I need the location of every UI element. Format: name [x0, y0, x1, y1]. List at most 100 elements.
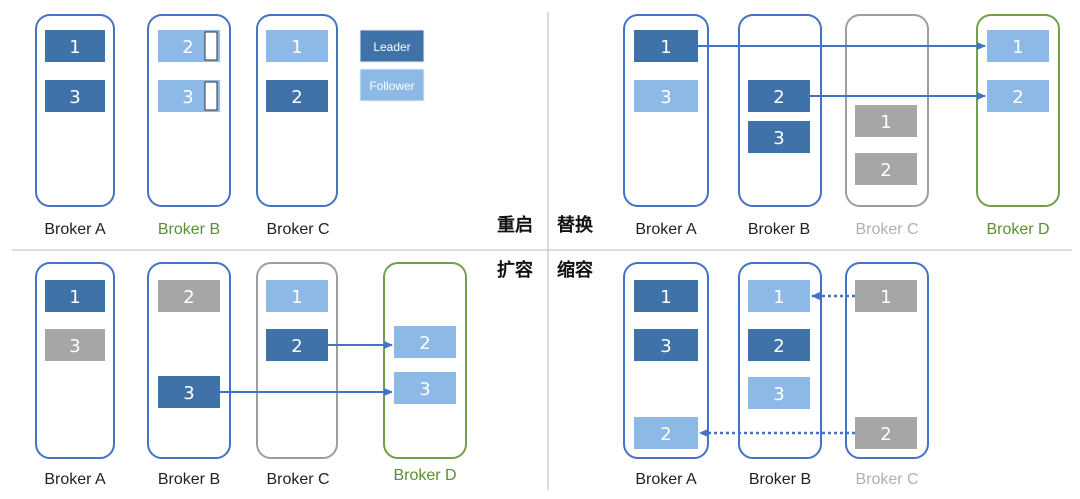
- broker-label: Broker B: [748, 221, 810, 238]
- panel-scale-in: 1 3 2 Broker A 1 2 3 Broker B 1 2 Broker…: [623, 262, 929, 488]
- broker-box: [35, 14, 115, 207]
- broker-label: Broker A: [44, 471, 106, 488]
- replica-leader: [45, 30, 105, 62]
- replica-number: 1: [1012, 37, 1023, 58]
- replica-number: 1: [69, 37, 80, 58]
- broker-label: Broker C: [855, 221, 918, 238]
- replica-number: 3: [183, 383, 194, 404]
- broker-label: Broker B: [749, 471, 811, 488]
- broker-box: [738, 262, 822, 459]
- replica-number: 2: [773, 336, 784, 357]
- broker-label: Broker B: [158, 221, 220, 238]
- replica-catchup-gap: [204, 31, 218, 61]
- replica-number: 1: [880, 287, 891, 308]
- replica-number: 1: [69, 287, 80, 308]
- replica-leader: [45, 280, 105, 312]
- replica-follower: [394, 326, 456, 358]
- legend-follower-label: Follower: [369, 79, 414, 93]
- replica-follower: [266, 280, 328, 312]
- broker-label: Broker C: [266, 221, 329, 238]
- replica-leader: [45, 80, 105, 112]
- replica-number: 3: [182, 87, 193, 108]
- replica-number: 1: [291, 287, 302, 308]
- replica-number: 2: [773, 87, 784, 108]
- broker-label: Broker A: [635, 221, 697, 238]
- broker-box-new: [976, 14, 1060, 207]
- panel-scale-out: 1 3 Broker A 2 3 Broker B 1 2 Broker C 2…: [35, 262, 467, 488]
- replica-leader: [748, 80, 810, 112]
- replica-number: 2: [880, 424, 891, 445]
- replica-follower: [987, 30, 1049, 62]
- replica-leader: [266, 80, 328, 112]
- broker-label: Broker D: [986, 221, 1049, 238]
- replica-offline: [855, 417, 917, 449]
- title-scale-in: 缩容: [557, 259, 593, 281]
- replica-follower: [748, 377, 810, 409]
- replica-number: 1: [880, 112, 891, 133]
- legend: Leader Follower: [359, 29, 425, 102]
- replica-number: 1: [660, 37, 671, 58]
- replica-number: 3: [773, 384, 784, 405]
- replica-leader: [634, 280, 698, 312]
- replica-number: 3: [69, 87, 80, 108]
- replica-follower: [266, 30, 328, 62]
- replica-number: 3: [69, 336, 80, 357]
- replica-leader: [748, 329, 810, 361]
- replica-leader: [748, 121, 810, 153]
- broker-label: Broker C: [266, 471, 329, 488]
- replica-number: 2: [1012, 87, 1023, 108]
- broker-box: [147, 14, 231, 207]
- replica-catchup-gap: [204, 81, 218, 111]
- replica-follower: [634, 80, 698, 112]
- replica-offline: [855, 280, 917, 312]
- replica-number: 1: [773, 287, 784, 308]
- replica-follower: [748, 280, 810, 312]
- replica-follower: [394, 372, 456, 404]
- replica-number: 2: [182, 37, 193, 58]
- replica-number: 2: [291, 87, 302, 108]
- replica-number: 1: [660, 287, 671, 308]
- replica-number: 2: [183, 287, 194, 308]
- replica-number: 3: [773, 128, 784, 149]
- replica-offline: [855, 105, 917, 137]
- broker-label: Broker D: [393, 467, 456, 484]
- title-scale-out: 扩容: [497, 259, 533, 281]
- broker-label: Broker A: [635, 471, 697, 488]
- replica-leader: [158, 376, 220, 408]
- replica-number: 2: [880, 160, 891, 181]
- broker-box: [256, 14, 338, 207]
- replica-number: 2: [660, 424, 671, 445]
- title-replace: 替换: [557, 214, 594, 236]
- title-restart: 重启: [497, 214, 533, 236]
- replica-follower: [987, 80, 1049, 112]
- replica-follower: [634, 417, 698, 449]
- replica-leader: [634, 329, 698, 361]
- replica-offline: [855, 153, 917, 185]
- broker-box: [738, 14, 822, 207]
- broker-box: [147, 262, 231, 459]
- broker-label: Broker B: [158, 471, 220, 488]
- replica-number: 3: [660, 87, 671, 108]
- panel-replace: 1 3 Broker A 2 3 Broker B 1 2 Broker C 1…: [623, 14, 1060, 238]
- replica-number: 1: [291, 37, 302, 58]
- broker-label: Broker C: [855, 471, 918, 488]
- broker-box: [845, 262, 929, 459]
- broker-box-new: [383, 262, 467, 459]
- replica-leader: [266, 329, 328, 361]
- broker-label: Broker A: [44, 221, 106, 238]
- replica-number: 2: [419, 333, 430, 354]
- replica-offline: [45, 329, 105, 361]
- broker-box: [35, 262, 115, 459]
- replica-leader: [634, 30, 698, 62]
- replica-number: 3: [419, 379, 430, 400]
- replica-number: 2: [291, 336, 302, 357]
- broker-box-gray: [256, 262, 338, 459]
- legend-follower-swatch: [359, 68, 425, 102]
- legend-leader-label: Leader: [373, 40, 410, 54]
- broker-box: [623, 14, 709, 207]
- replica-number: 3: [660, 336, 671, 357]
- panel-restart: 1 3 Broker A 2 3 Broker B 1 2 Broker C: [35, 14, 338, 238]
- legend-leader-swatch: [359, 29, 425, 63]
- broker-box-offline: [845, 14, 929, 207]
